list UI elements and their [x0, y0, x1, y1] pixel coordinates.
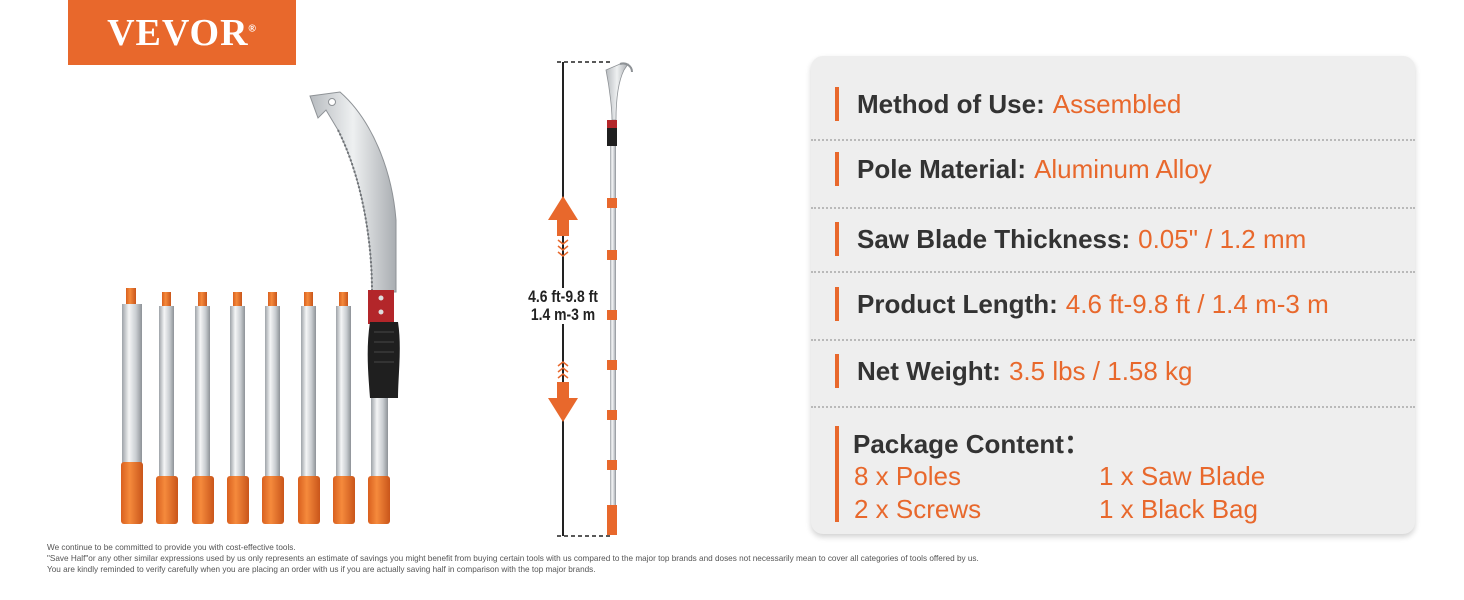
- product-illustration: [121, 61, 633, 537]
- accent-bar: [835, 222, 839, 256]
- package-title: Package Content：: [853, 429, 1090, 459]
- brand-logo: VEVOR®: [68, 0, 296, 65]
- spec-key: Method of Use:: [857, 88, 1045, 119]
- length-label-m: 1.4 m-3 m: [530, 305, 596, 324]
- disclaimer-line: "Save Half"or any other similar expressi…: [47, 554, 979, 563]
- poles-set: [121, 288, 390, 524]
- length-label-ft: 4.6 ft-9.8 ft: [528, 287, 598, 306]
- assembled-pole: [605, 62, 633, 535]
- package-item: 1 x Black Bag: [1099, 494, 1258, 524]
- row-divider: [811, 271, 1415, 273]
- disclaimer-line: You are kindly reminded to verify carefu…: [47, 565, 596, 574]
- spec-row-material: Pole Material: Aluminum Alloy: [811, 152, 1415, 186]
- row-divider: [811, 406, 1415, 408]
- spec-key: Saw Blade Thickness:: [857, 223, 1131, 254]
- package-item: 8 x Poles: [854, 461, 961, 491]
- brand-name: VEVOR®: [107, 11, 257, 54]
- spec-row-length: Product Length: 4.6 ft-9.8 ft / 1.4 m-3 …: [811, 287, 1415, 321]
- accent-bar: [835, 152, 839, 186]
- spec-card: Method of Use: Assembled Pole Material: …: [811, 56, 1415, 534]
- spec-value: Assembled: [1052, 88, 1182, 119]
- spec-value: Aluminum Alloy: [1034, 153, 1212, 184]
- spec-row-method: Method of Use: Assembled: [811, 87, 1415, 121]
- spec-value: 4.6 ft-9.8 ft / 1.4 m-3 m: [1065, 288, 1329, 319]
- package-item: 1 x Saw Blade: [1099, 461, 1266, 491]
- length-label: 4.6 ft-9.8 ft 1.4 m-3 m: [522, 288, 604, 324]
- row-divider: [811, 139, 1415, 141]
- accent-bar: [835, 87, 839, 121]
- spec-key: Pole Material:: [857, 153, 1027, 184]
- disclaimer-line: We continue to be committed to provide y…: [47, 543, 296, 552]
- accent-bar: [835, 426, 839, 522]
- spec-row-thickness: Saw Blade Thickness: 0.05" / 1.2 mm: [811, 222, 1415, 256]
- spec-value: 0.05" / 1.2 mm: [1138, 223, 1307, 254]
- spec-key: Net Weight:: [857, 355, 1001, 386]
- row-divider: [811, 339, 1415, 341]
- spec-key: Product Length:: [857, 288, 1058, 319]
- spec-row-weight: Net Weight: 3.5 lbs / 1.58 kg: [811, 354, 1415, 388]
- spec-value: 3.5 lbs / 1.58 kg: [1008, 355, 1193, 386]
- package-content: Package Content： 8 x Poles 1 x Saw Blade…: [835, 426, 1395, 526]
- package-item: 2 x Screws: [854, 494, 982, 524]
- accent-bar: [835, 287, 839, 321]
- accent-bar: [835, 354, 839, 388]
- disclaimer: We continue to be committed to provide y…: [47, 542, 1147, 575]
- saw-blade: [309, 91, 400, 398]
- row-divider: [811, 207, 1415, 209]
